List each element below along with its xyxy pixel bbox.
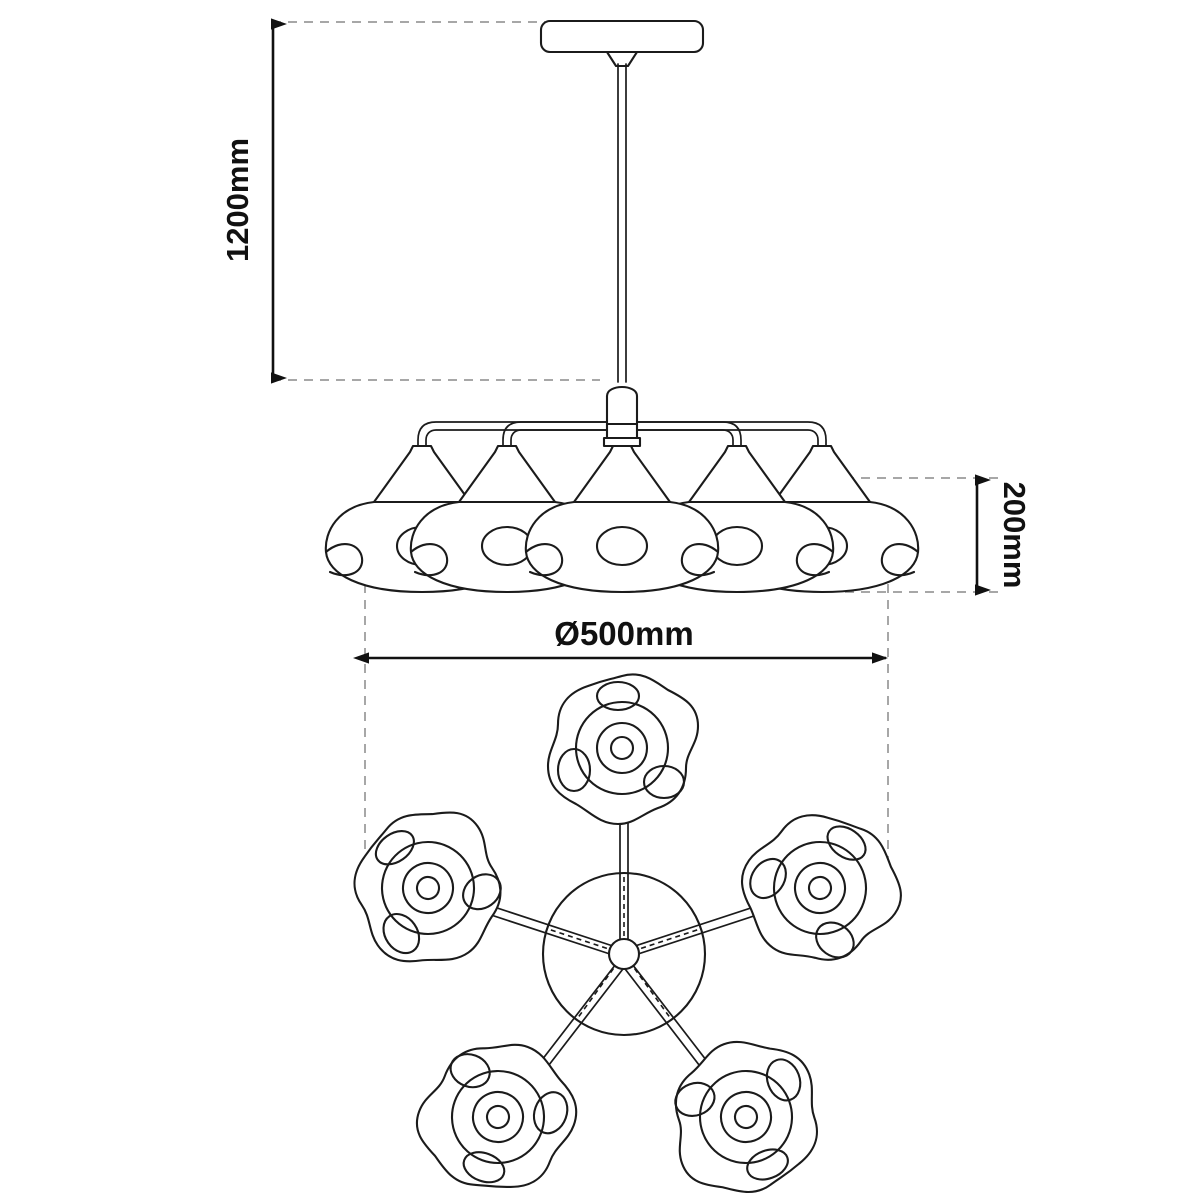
arm-tubes: [417, 421, 827, 485]
rosette-bottom-right: [647, 1019, 842, 1200]
dimension-drop-height: 1200mm: [220, 18, 287, 384]
dimension-overall-diameter: Ø500mm: [353, 615, 888, 664]
dimension-shade-height: 200mm: [975, 474, 1032, 596]
plan-rosette-group: [324, 673, 926, 1200]
dimension-shade-height-label: 200mm: [997, 482, 1032, 589]
suspension-cable: [617, 63, 627, 383]
dimension-extension-lines: [272, 21, 1000, 900]
bottom-plan-view: [324, 673, 926, 1200]
rosette-bottom-left: [400, 1018, 595, 1200]
shade-group: [324, 444, 920, 594]
ceiling-canopy: [539, 19, 705, 68]
rosette-right: [714, 784, 926, 995]
plan-hub-body: [541, 871, 707, 1037]
plan-hub-center: [607, 937, 641, 971]
dimension-drop-height-label: 1200mm: [220, 138, 255, 262]
rosette-top: [546, 673, 700, 826]
shade-3: [524, 444, 720, 594]
rosette-left: [324, 783, 535, 994]
side-elevation-view: [324, 19, 920, 594]
dimension-overall-diameter-label: Ø500mm: [554, 615, 693, 652]
